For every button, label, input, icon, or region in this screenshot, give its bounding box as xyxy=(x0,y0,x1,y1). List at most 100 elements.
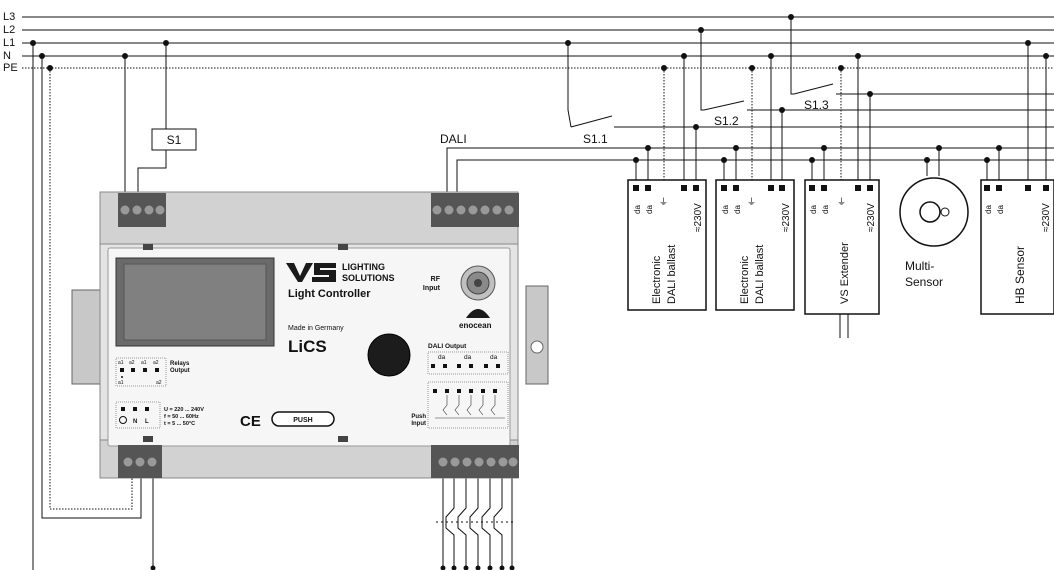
svg-text:da: da xyxy=(996,205,1005,214)
bottom-left-terminal-block xyxy=(118,445,162,478)
svg-text:da: da xyxy=(464,354,472,361)
dali-ballast-1: da da ⏚ ≈230V Electronic DALI ballast xyxy=(627,179,707,311)
svg-text:DALI ballast: DALI ballast xyxy=(666,245,678,304)
svg-text:a2: a2 xyxy=(156,380,162,386)
rail-labels: L3 L2 L1 N PE xyxy=(3,11,18,74)
svg-text:≈230V: ≈230V xyxy=(1041,203,1052,232)
svg-text:Push: Push xyxy=(411,414,426,420)
svg-text:L: L xyxy=(145,419,149,425)
top-right-terminal-block xyxy=(431,193,519,227)
switch-s11-label: S1.1 xyxy=(583,132,608,146)
made-in-label: Made in Germany xyxy=(288,325,344,332)
relays-output-block: a1 a2 a1 a2 a1 a2 Relays Output xyxy=(115,357,190,387)
brand-top: LIGHTING xyxy=(342,262,385,272)
enocean-logo-icon xyxy=(466,309,490,318)
dali-ballast-2: da da ⏚ ≈230V Electronic DALI ballast xyxy=(715,179,795,311)
svg-text:da: da xyxy=(490,354,498,361)
lics-logo: LiCS xyxy=(288,337,327,356)
rf-label-line2: Input xyxy=(423,285,441,292)
svg-text:Electronic: Electronic xyxy=(651,255,663,304)
wire-pe-controller xyxy=(49,68,133,510)
rail-label-pe: PE xyxy=(3,62,18,74)
rail-label-l3: L3 xyxy=(3,11,15,23)
svg-text:a2: a2 xyxy=(129,360,135,366)
supply-terminal-block: N L U = 220 ... 240V f = 50 ... 60Hz t =… xyxy=(115,401,204,429)
push-button[interactable]: PUSH xyxy=(271,411,335,427)
din-rail-left xyxy=(71,289,103,385)
supply-rails xyxy=(22,16,1054,69)
svg-text:DALI ballast: DALI ballast xyxy=(754,245,766,304)
switch-s13-label: S1.3 xyxy=(804,98,829,112)
svg-text:da: da xyxy=(821,205,830,214)
switch-s13-blade xyxy=(793,83,834,95)
vs-logo-icon xyxy=(286,263,336,282)
switch-s11-blade xyxy=(570,115,613,128)
rf-label-line1: RF xyxy=(431,276,441,283)
light-controller: LIGHTING SOLUTIONS Light Controller RF I… xyxy=(71,191,549,479)
wire-n-controller xyxy=(41,56,142,519)
svg-text:a2: a2 xyxy=(153,360,159,366)
svg-text:≈230V: ≈230V xyxy=(693,203,704,232)
svg-text:da: da xyxy=(809,205,818,214)
svg-text:Electronic: Electronic xyxy=(739,255,751,304)
svg-text:Output: Output xyxy=(170,368,190,374)
ground-symbol: ⏚ xyxy=(659,197,668,207)
rail-label-n: N xyxy=(3,50,11,62)
vs-extender: da da ⏚ ≈230V VS Extender xyxy=(804,179,880,315)
svg-text:VS Extender: VS Extender xyxy=(839,242,851,304)
svg-text:HB Sensor: HB Sensor xyxy=(1013,246,1027,304)
svg-text:Input: Input xyxy=(411,421,426,427)
dali-output-terminals: da da da xyxy=(427,351,509,375)
wire-dali-b xyxy=(456,159,1054,193)
svg-text:da: da xyxy=(984,205,993,214)
product-name: Light Controller xyxy=(288,288,371,300)
svg-text:a1: a1 xyxy=(118,380,124,386)
dali-output-label: DALI Output xyxy=(428,343,467,350)
svg-text:da: da xyxy=(645,205,654,214)
push-input-wires xyxy=(436,478,515,570)
dali-bus-label: DALI xyxy=(440,132,467,146)
din-rail-right xyxy=(525,285,549,385)
enocean-label: enocean xyxy=(459,321,492,330)
svg-text:U = 220 ... 240V: U = 220 ... 240V xyxy=(164,407,204,413)
push-input-block: Push Input xyxy=(411,381,509,429)
brand-bottom: SOLUTIONS xyxy=(342,273,395,283)
hb-sensor: da da ≈230V HB Sensor xyxy=(980,179,1054,315)
switch-s12-blade xyxy=(703,100,745,111)
wire-s13-l3 xyxy=(790,17,794,95)
multi-sensor: Multi- Sensor xyxy=(899,177,969,289)
wiring xyxy=(32,17,1054,570)
rail-label-l2: L2 xyxy=(3,24,15,36)
svg-text:da: da xyxy=(633,205,642,214)
svg-text:da: da xyxy=(733,205,742,214)
rf-antenna-connector xyxy=(460,265,496,301)
bottom-right-terminal-block xyxy=(431,445,519,478)
switch-s12-label: S1.2 xyxy=(714,114,739,128)
svg-text:da: da xyxy=(721,205,730,214)
junction-dots xyxy=(30,14,1049,570)
svg-text:Relays: Relays xyxy=(170,361,190,367)
svg-text:da: da xyxy=(438,354,446,361)
rotary-knob[interactable] xyxy=(367,333,411,377)
wire-dali-a xyxy=(446,147,1054,193)
switch-s1: S1 xyxy=(151,128,197,151)
wire-s12-l2 xyxy=(700,30,704,111)
top-left-terminal-block xyxy=(118,193,166,227)
svg-text:Sensor: Sensor xyxy=(905,275,943,289)
push-button-label: PUSH xyxy=(293,417,312,424)
svg-text:Multi-: Multi- xyxy=(905,259,934,273)
ce-mark: CE xyxy=(240,413,261,430)
svg-text:≈230V: ≈230V xyxy=(781,203,792,232)
wire-s11-l1 xyxy=(567,43,572,128)
wire-s1-relay xyxy=(137,150,167,193)
svg-text:a1: a1 xyxy=(141,360,147,366)
ground-symbol: ⏚ xyxy=(837,197,846,207)
svg-text:≈230V: ≈230V xyxy=(866,203,877,232)
rail-label-l1: L1 xyxy=(3,37,15,49)
svg-text:f = 50 ... 60Hz: f = 50 ... 60Hz xyxy=(164,414,199,420)
svg-text:N: N xyxy=(133,419,137,425)
svg-text:a1: a1 xyxy=(118,360,124,366)
switch-s1-label: S1 xyxy=(167,133,182,147)
